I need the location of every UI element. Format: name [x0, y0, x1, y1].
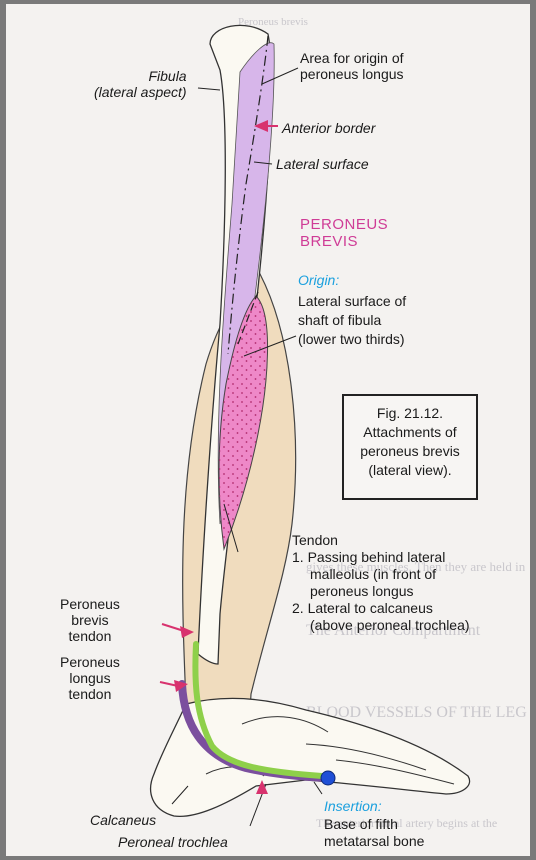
tendon-description: Tendon 1. Passing behind lateral malleol… [292, 532, 470, 634]
longus-area-label-line1: Area for origin of [300, 50, 404, 66]
longus-tendon-line2: longus [60, 670, 120, 686]
tendon-item1-line2: malleolus (in front of [292, 566, 470, 583]
textbook-page: Peroneus brevis gives these muscles. The… [6, 4, 530, 856]
origin-line1: Lateral surface of [298, 292, 406, 311]
brevis-tendon-label: Peroneus brevis tendon [60, 596, 120, 644]
calcaneus-label: Calcaneus [90, 812, 156, 828]
tendon-item2-line2: (above peroneal trochlea) [292, 617, 470, 634]
tendon-item2-line1: 2. Lateral to calcaneus [292, 600, 470, 617]
fibula-label-line2: (lateral aspect) [94, 84, 187, 100]
lateral-surface-label: Lateral surface [276, 156, 369, 172]
origin-title: Origin: [298, 272, 339, 288]
longus-tendon-label: Peroneus longus tendon [60, 654, 120, 702]
insertion-line1: Base of fifth [324, 816, 424, 833]
muscle-name-line2: BREVIS [300, 233, 388, 250]
insertion-title: Insertion: [324, 798, 382, 814]
fibula-label-line1: Fibula [94, 68, 187, 84]
brevis-tendon-line3: tendon [60, 628, 120, 644]
longus-area-label: Area for origin of peroneus longus [300, 50, 404, 82]
muscle-name: PERONEUS BREVIS [300, 216, 388, 250]
brevis-tendon-line1: Peroneus [60, 596, 120, 612]
caption-line2: Attachments of [344, 423, 476, 442]
tendon-item1-line1: 1. Passing behind lateral [292, 549, 470, 566]
anterior-border-label: Anterior border [282, 120, 375, 136]
origin-line3: (lower two thirds) [298, 330, 406, 349]
peroneal-trochlea-label: Peroneal trochlea [118, 834, 228, 850]
caption-line3: peroneus brevis [344, 442, 476, 461]
origin-description: Lateral surface of shaft of fibula (lowe… [298, 292, 406, 349]
insertion-dot [321, 771, 335, 785]
origin-line2: shaft of fibula [298, 311, 406, 330]
muscle-name-line1: PERONEUS [300, 216, 388, 233]
longus-tendon-line1: Peroneus [60, 654, 120, 670]
tendon-title: Tendon [292, 532, 470, 549]
insertion-description: Base of fifth metatarsal bone [324, 816, 424, 850]
figure-caption-box: Fig. 21.12. Attachments of peroneus brev… [342, 394, 478, 500]
insertion-line2: metatarsal bone [324, 833, 424, 850]
fibula-label: Fibula (lateral aspect) [94, 68, 187, 100]
caption-line1: Fig. 21.12. [344, 404, 476, 423]
caption-line4: (lateral view). [344, 461, 476, 480]
longus-area-label-line2: peroneus longus [300, 66, 404, 82]
tendon-item1-line3: peroneus longus [292, 583, 470, 600]
brevis-tendon-line2: brevis [60, 612, 120, 628]
longus-tendon-line3: tendon [60, 686, 120, 702]
